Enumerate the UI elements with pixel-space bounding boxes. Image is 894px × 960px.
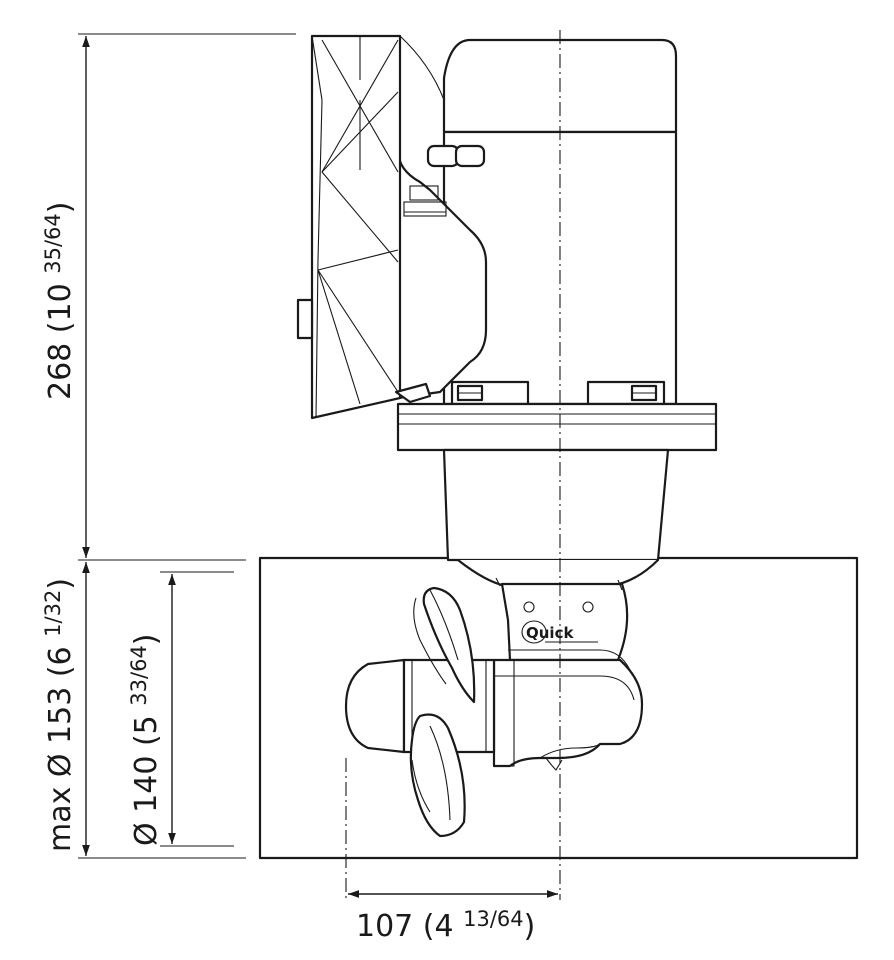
dimension-total-height: 268 (10 35/64) <box>41 33 296 561</box>
brand-logo-text: Quick <box>526 624 574 642</box>
gearbox-body <box>492 658 644 771</box>
flange-plate <box>396 402 718 452</box>
brand-logo: Quick <box>521 620 598 644</box>
dimension-label-offset: 107 (4 13/64) <box>356 907 535 944</box>
control-box <box>296 34 488 420</box>
dimension-offset: 107 (4 13/64) <box>348 890 558 944</box>
dimension-label-height: 268 (10 35/64) <box>41 202 78 400</box>
dimension-label-max-diameter: max Ø 153 (6 1/32) <box>41 578 78 852</box>
propeller-blades <box>409 586 476 838</box>
center-lines <box>345 30 561 900</box>
dimension-max-diameter: max Ø 153 (6 1/32) <box>41 562 246 859</box>
gear-leg <box>442 448 670 671</box>
dimension-label-tunnel-diameter: Ø 140 (5 33/64) <box>127 633 164 846</box>
dimension-tunnel-diameter: Ø 140 (5 33/64) <box>127 571 234 847</box>
